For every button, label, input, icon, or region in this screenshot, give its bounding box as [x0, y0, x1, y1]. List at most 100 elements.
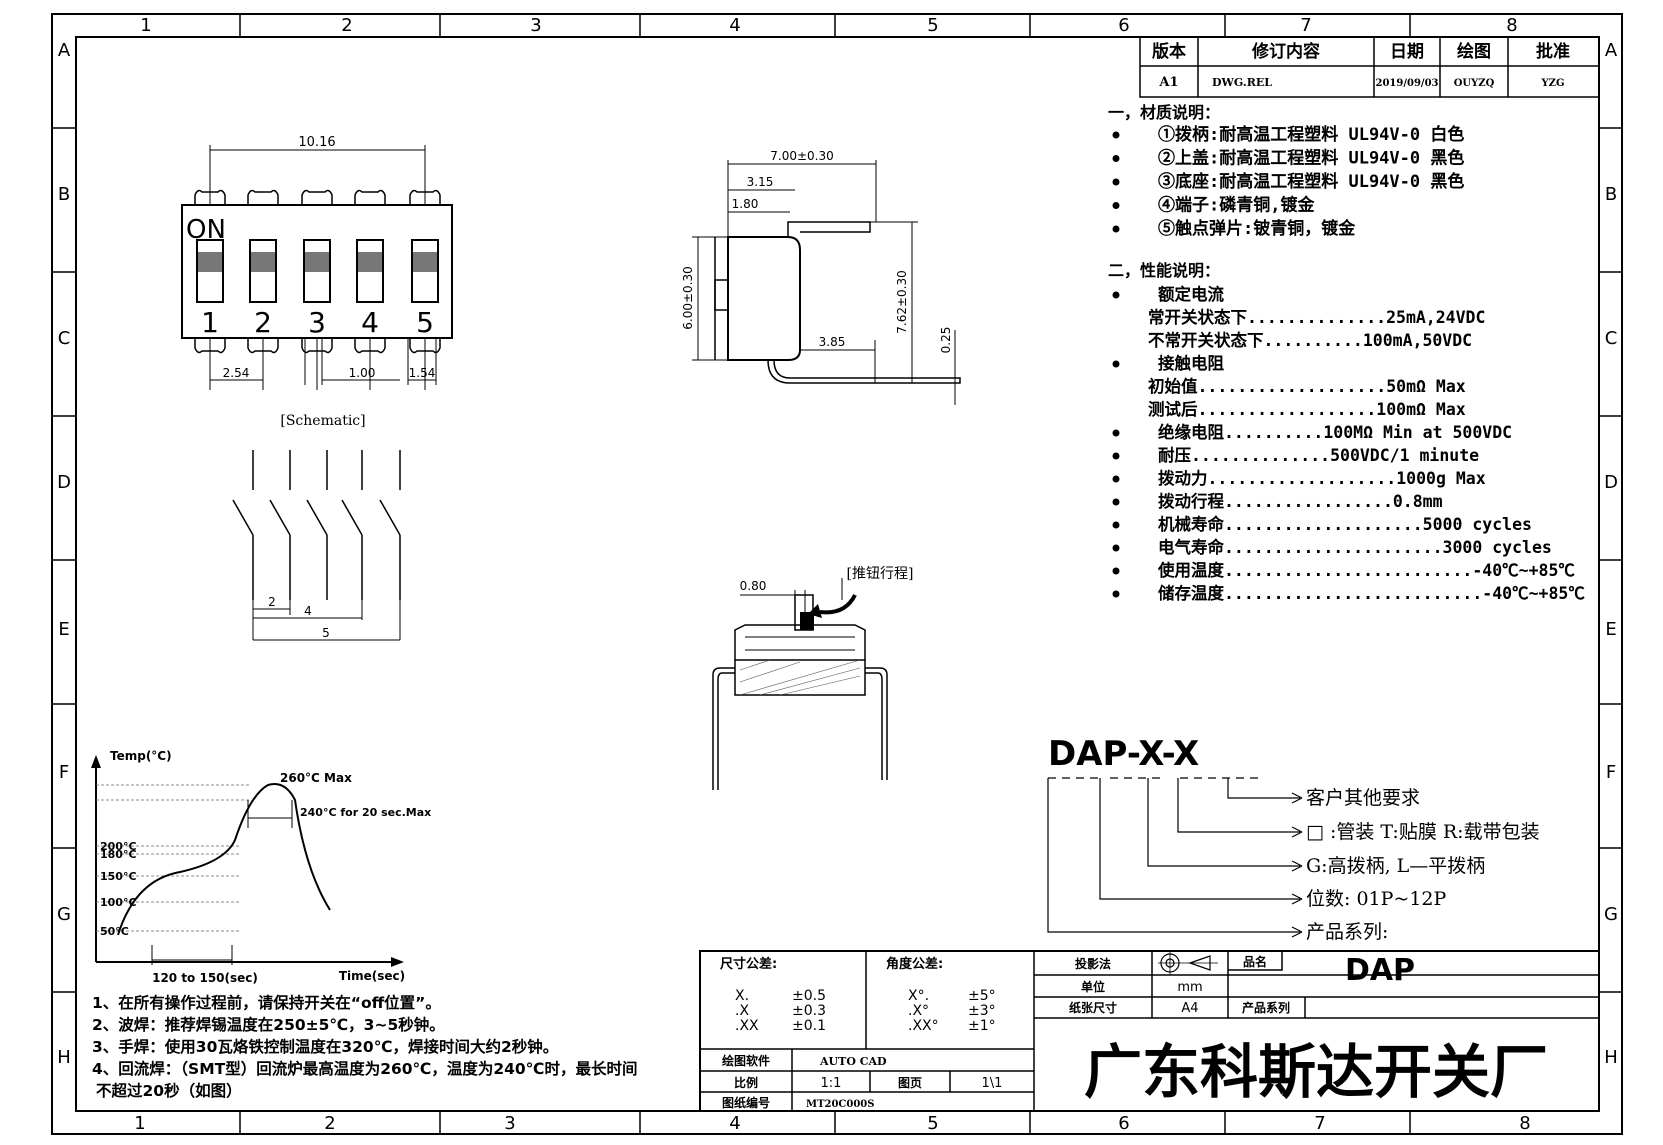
bullet-icon: [1112, 131, 1120, 139]
switch-number: 1: [201, 306, 219, 339]
schematic-dim-2: 2: [268, 595, 276, 609]
performance-line: 拨动力...................1000g Max: [1158, 468, 1486, 488]
chart-peak-label: 260°C Max: [280, 771, 352, 785]
bullet-icon: [1112, 360, 1120, 368]
grid-col-label: 6: [1118, 15, 1129, 36]
chart-y-tick: 180°C: [100, 848, 137, 861]
scale-label: 比例: [734, 1075, 758, 1090]
switch-slot: [303, 239, 331, 303]
performance-line: 测试后..................100mΩ Max: [1148, 399, 1466, 419]
switch-slot: [411, 239, 439, 303]
drawing-no-label: 图纸编号: [722, 1095, 770, 1110]
performance-line: 不常开关状态下..........100mA,50VDC: [1148, 330, 1472, 350]
dim-pin-len: 7.62±0.30: [895, 270, 909, 334]
chart-y-tick: 100°C: [100, 896, 137, 909]
schematic-dim-5: 5: [322, 626, 330, 640]
grid-row-label: C: [58, 328, 71, 349]
bullet-icon: [1112, 498, 1120, 506]
schematic-dim-4: 4: [304, 604, 312, 618]
rev-version: A1: [1158, 75, 1178, 90]
angle-value: ±1°: [968, 1018, 996, 1034]
dim-height: 6.00±0.30: [681, 266, 695, 330]
schematic-label: [Schematic]: [280, 413, 365, 429]
grid-col-label: 7: [1300, 15, 1311, 36]
switch-number: 3: [308, 306, 326, 339]
grid-col-label: 4: [729, 15, 740, 36]
performance-line: 耐压..............500VDC/1 minute: [1158, 445, 1479, 465]
software-value: AUTO CAD: [819, 1055, 887, 1068]
material-item: ⑤触点弹片:铍青铜，镀金: [1158, 218, 1356, 239]
switch-actuator: [413, 252, 437, 272]
performance-line: 电气寿命......................3000 cycles: [1158, 537, 1552, 557]
bullet-icon: [1112, 544, 1120, 552]
note-line: 2、波焊：推荐焊锡温度在250±5℃，3~5秒钟。: [92, 1015, 445, 1034]
performance-line: 拨动行程.................0.8mm: [1158, 491, 1443, 511]
switch-slot: [249, 239, 277, 303]
dim-pin: 1.00: [349, 366, 376, 380]
unit-value: mm: [1177, 980, 1202, 995]
chart-y-tick: 150°C: [100, 870, 137, 883]
grid-col-label: 4: [729, 1113, 740, 1134]
grid-col-label: 6: [1118, 1113, 1129, 1134]
grid-row-label: B: [58, 184, 70, 205]
grid-row-label: F: [1606, 762, 1616, 783]
chart-x-title: Time(sec): [339, 969, 405, 983]
bullet-icon: [1112, 202, 1120, 209]
travel-label: [推钮行程]: [847, 566, 914, 582]
grid-row-label: A: [1605, 40, 1618, 61]
notes: 1、在所有操作过程前，请保持开关在“off位置”。2、波焊：推荐焊锡温度在250…: [92, 993, 637, 1100]
solder-chart: Temp(°C) Time(sec) 200°C180°C150°C100°C5…: [91, 749, 431, 985]
rev-header-content: 修订内容: [1251, 41, 1320, 62]
switch-actuator: [305, 252, 329, 272]
paper-label: 纸张尺寸: [1069, 1000, 1117, 1015]
bullet-icon: [1112, 475, 1120, 483]
chart-y-title: Temp(°C): [110, 749, 172, 763]
tolerance-value: ±0.3: [792, 1003, 826, 1019]
side-view: 7.00±0.30 3.15 1.80 6.00±0.30 7.62±0.30 …: [681, 149, 961, 405]
drawing-no: MT20C000S: [806, 1099, 874, 1110]
bullet-icon: [1112, 590, 1120, 598]
product-series-label: 产品系列: [1242, 1000, 1290, 1015]
grid-row-label: G: [57, 904, 71, 925]
angle-value: ±5°: [968, 988, 996, 1004]
grid-col-label: 1: [134, 1113, 145, 1134]
grid-row-label: A: [58, 40, 71, 61]
grid-row-label: B: [1605, 184, 1617, 205]
switch-slot: [356, 239, 384, 303]
switch-slot: [196, 239, 224, 303]
material-item: ①拨柄:耐高温工程塑料 UL94V-0 白色: [1158, 124, 1464, 145]
angle-tolerance-title: 角度公差:: [886, 956, 943, 972]
chart-y-tick: 50°C: [100, 925, 129, 938]
performance-line: 使用温度.........................-40℃~+85℃: [1157, 560, 1575, 580]
performance-line: 常开关状态下..............25mA,24VDC: [1148, 307, 1485, 327]
rev-content: DWG.REL: [1212, 76, 1272, 89]
performance-line: 绝缘电阻..........100MΩ Min at 500VDC: [1158, 422, 1512, 442]
performance-line: 初始值...................50mΩ Max: [1148, 376, 1466, 396]
grid-row-label: C: [1605, 328, 1618, 349]
rev-header-version: 版本: [1152, 41, 1186, 62]
angle-key: X°.: [908, 988, 929, 1004]
dim-b: 1.80: [732, 197, 759, 211]
grid-col-label: 3: [504, 1113, 515, 1134]
performance-line: 储存温度..........................-40℃~+85℃: [1158, 583, 1585, 603]
note-line: 不超过20秒（如图）: [96, 1081, 242, 1100]
dim-top: 7.00±0.30: [770, 149, 834, 163]
product-name-label: 品名: [1243, 954, 1267, 969]
grid-row-label: D: [1604, 472, 1618, 493]
bullet-icon: [1112, 521, 1120, 529]
part-code-item: G:高拨柄, L—平拨柄: [1306, 855, 1485, 877]
material-item: ②上盖:耐高温工程塑料 UL94V-0 黑色: [1158, 148, 1464, 169]
grid-col-label: 8: [1506, 15, 1517, 36]
note-line: 4、回流焊：（SMT型）回流炉最高温度为260℃，温度为240℃时，最长时间: [92, 1059, 637, 1078]
tolerance-title: 尺寸公差:: [720, 956, 777, 972]
schematic: [Schematic] 2 4 5: [232, 413, 401, 641]
unit-label: 单位: [1081, 979, 1105, 994]
grid-col-label: 3: [530, 15, 541, 36]
tolerance-key: X.: [735, 988, 749, 1004]
grid-col-label: 2: [324, 1113, 335, 1134]
chart-duration-label: 120 to 150(sec): [152, 971, 258, 985]
part-code-item: 产品系列:: [1306, 921, 1388, 943]
switch-actuator: [198, 252, 222, 272]
bullet-icon: [1112, 452, 1120, 460]
